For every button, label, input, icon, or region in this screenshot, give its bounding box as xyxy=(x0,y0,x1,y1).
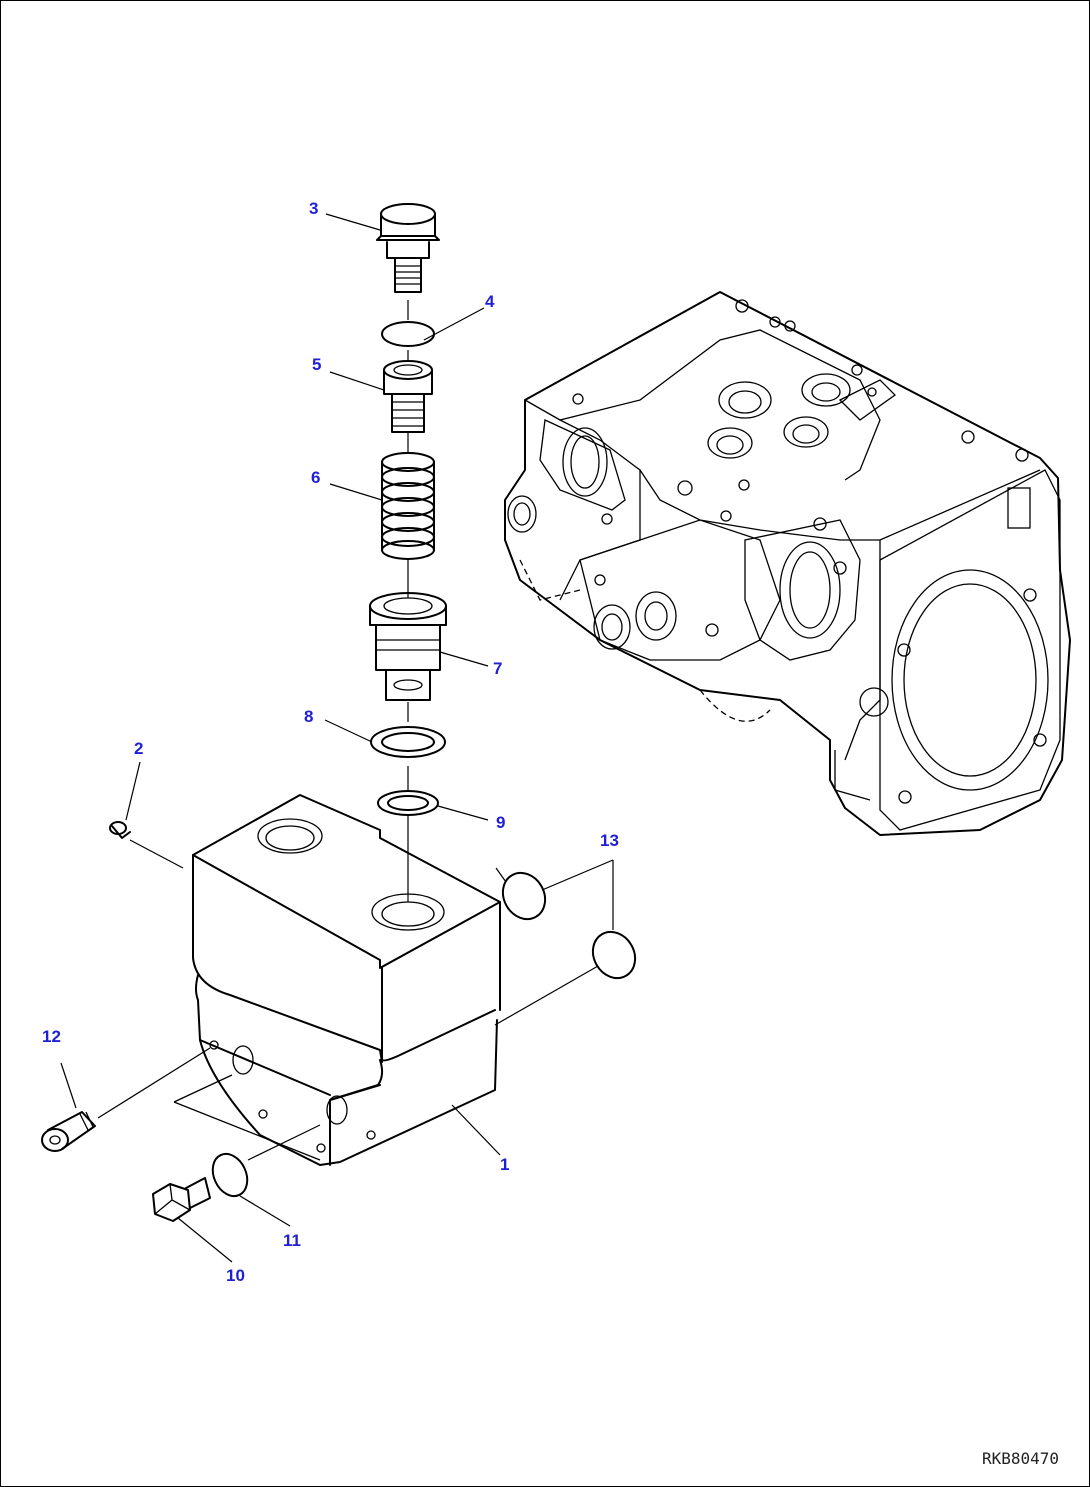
callout-2: 2 xyxy=(134,739,143,758)
valve-block-part-1 xyxy=(173,794,501,1166)
callout-leaders xyxy=(60,213,614,1263)
valve-part-7 xyxy=(369,592,447,701)
o-ring-part-13a xyxy=(501,871,547,921)
callout-3: 3 xyxy=(309,199,318,218)
callout-12: 12 xyxy=(42,1027,61,1046)
leader-12-axis xyxy=(97,1047,211,1119)
plug-part-3 xyxy=(376,203,440,293)
ring-part-8 xyxy=(370,726,446,758)
callout-6: 6 xyxy=(311,468,320,487)
plug-part-2 xyxy=(109,821,131,839)
callout-7: 7 xyxy=(493,659,502,678)
drawing-code: RKB80470 xyxy=(982,1449,1059,1468)
callout-9: 9 xyxy=(496,813,505,832)
leader-13a-axis xyxy=(495,867,507,883)
callout-4: 4 xyxy=(485,292,495,311)
o-ring-part-4 xyxy=(381,321,435,347)
sleeve-part-5 xyxy=(383,360,433,433)
leader-13b-axis xyxy=(494,965,599,1026)
callout-10: 10 xyxy=(226,1266,245,1285)
callout-13: 13 xyxy=(600,831,619,850)
o-ring-part-11 xyxy=(211,1152,249,1198)
spring-part-6 xyxy=(381,452,435,560)
callout-5: 5 xyxy=(312,355,321,374)
leader-11-axis xyxy=(247,1124,321,1161)
ring-part-9 xyxy=(377,790,439,816)
pump-housing xyxy=(504,291,1071,836)
leader-2-axis xyxy=(129,839,184,869)
o-ring-part-13b xyxy=(591,930,637,980)
bolt-part-12 xyxy=(41,1111,96,1152)
callout-8: 8 xyxy=(304,707,313,726)
bolt-part-10 xyxy=(152,1177,211,1222)
callout-1: 1 xyxy=(500,1155,509,1174)
callout-11: 11 xyxy=(283,1231,301,1250)
